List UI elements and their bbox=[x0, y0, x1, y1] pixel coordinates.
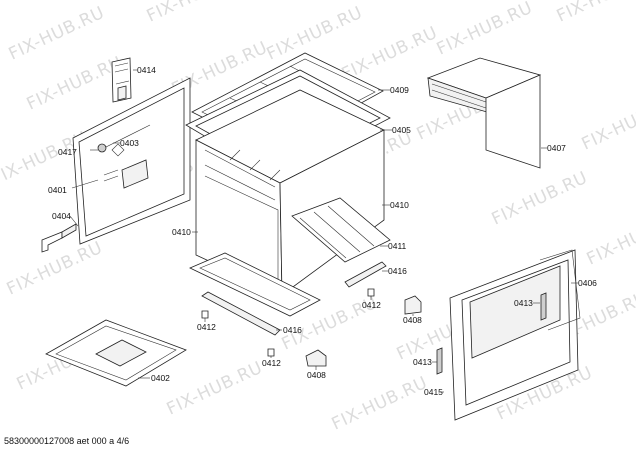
label-0407: 0407 bbox=[547, 143, 566, 153]
label-0405: 0405 bbox=[392, 125, 411, 135]
part-0412-clip bbox=[201, 310, 209, 319]
part-labels: 0414 0409 0405 0407 0417 0403 0401 0410 … bbox=[48, 65, 597, 397]
label-0410-right: 0410 bbox=[390, 200, 409, 210]
watermark: FIX-HUB.RU bbox=[24, 53, 126, 115]
part-0411-rack bbox=[291, 197, 391, 263]
watermark: FIX-HUB.RU bbox=[579, 93, 636, 155]
watermark: FIX-HUB.RU bbox=[554, 0, 636, 27]
label-0403: 0403 bbox=[120, 138, 139, 148]
watermark: FIX-HUB.RU bbox=[329, 373, 431, 435]
part-0408-foot bbox=[404, 295, 422, 315]
part-0408-foot bbox=[305, 349, 327, 367]
label-0412-bottom: 0412 bbox=[262, 358, 281, 368]
label-0416-right: 0416 bbox=[388, 266, 407, 276]
label-0413-left: 0413 bbox=[413, 357, 432, 367]
watermark: FIX-HUB.RU bbox=[6, 3, 108, 65]
label-0404: 0404 bbox=[52, 211, 71, 221]
label-0412-right: 0412 bbox=[362, 300, 381, 310]
label-0412-left: 0412 bbox=[197, 322, 216, 332]
label-0416-bottom: 0416 bbox=[283, 325, 302, 335]
part-0412-clip bbox=[267, 348, 275, 357]
label-0408-right: 0408 bbox=[403, 315, 422, 325]
label-0401: 0401 bbox=[48, 185, 67, 195]
part-0404-hinge bbox=[41, 223, 77, 253]
watermark: FIX-HUB.RU bbox=[164, 358, 266, 420]
part-0412-clip bbox=[367, 288, 375, 297]
label-0415: 0415 bbox=[424, 387, 443, 397]
watermark: FIX-HUB.RU bbox=[434, 0, 536, 60]
part-0413-seal bbox=[540, 292, 547, 321]
label-0406: 0406 bbox=[578, 278, 597, 288]
part-0402-tray bbox=[45, 319, 187, 387]
part-0401-back-panel bbox=[72, 77, 191, 245]
part-0414-bracket bbox=[111, 57, 132, 103]
label-0411: 0411 bbox=[388, 241, 407, 251]
part-0407-insulation bbox=[426, 57, 542, 169]
label-0408-bottom: 0408 bbox=[307, 370, 326, 380]
watermark: FIX-HUB.RU bbox=[489, 168, 591, 230]
watermark: FIX-HUB.RU bbox=[264, 3, 366, 65]
part-0416-rail-right bbox=[344, 261, 387, 288]
part-0413-seal bbox=[436, 347, 443, 375]
footer-reference: 58300000127008 aet 000 a 4/6 bbox=[4, 436, 129, 446]
watermark: FIX-HUB.RU bbox=[339, 23, 441, 85]
label-0409: 0409 bbox=[390, 85, 409, 95]
watermark: FIX-HUB.RU bbox=[584, 208, 636, 270]
watermark: FIX-HUB.RU bbox=[144, 0, 246, 27]
watermark: FIX-HUB.RU bbox=[4, 238, 106, 300]
leader-lines bbox=[69, 69, 578, 393]
label-0414: 0414 bbox=[137, 65, 156, 75]
label-0410-left: 0410 bbox=[172, 227, 191, 237]
label-0417: 0417 bbox=[58, 147, 77, 157]
label-0413-right: 0413 bbox=[514, 298, 533, 308]
label-0402: 0402 bbox=[151, 373, 170, 383]
part-bottom-tray bbox=[189, 252, 321, 317]
